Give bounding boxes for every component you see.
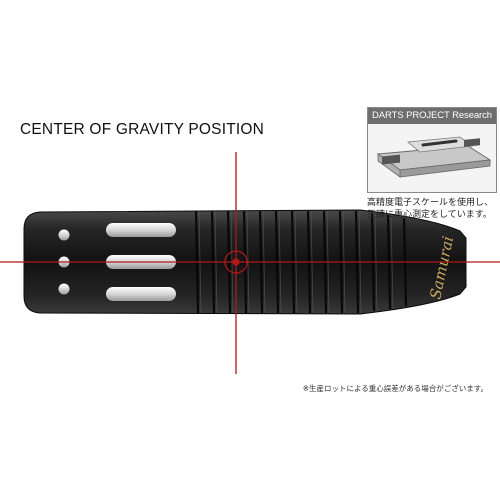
lot-variance-footnote: ※生産ロットによる重心誤差がある場合がございます。 (302, 384, 488, 393)
page-headline: CENTER OF GRAVITY POSITION (20, 121, 265, 138)
research-inset-header: DARTS PROJECT Research (368, 108, 496, 124)
center-of-gravity-crosshair (0, 152, 500, 374)
research-inset-panel: DARTS PROJECT Research (367, 107, 497, 193)
measurement-caption: 高精度電子スケールを使用し、 正確に重心測定をしています。 (367, 198, 494, 220)
electronic-scale-icon (376, 136, 492, 178)
